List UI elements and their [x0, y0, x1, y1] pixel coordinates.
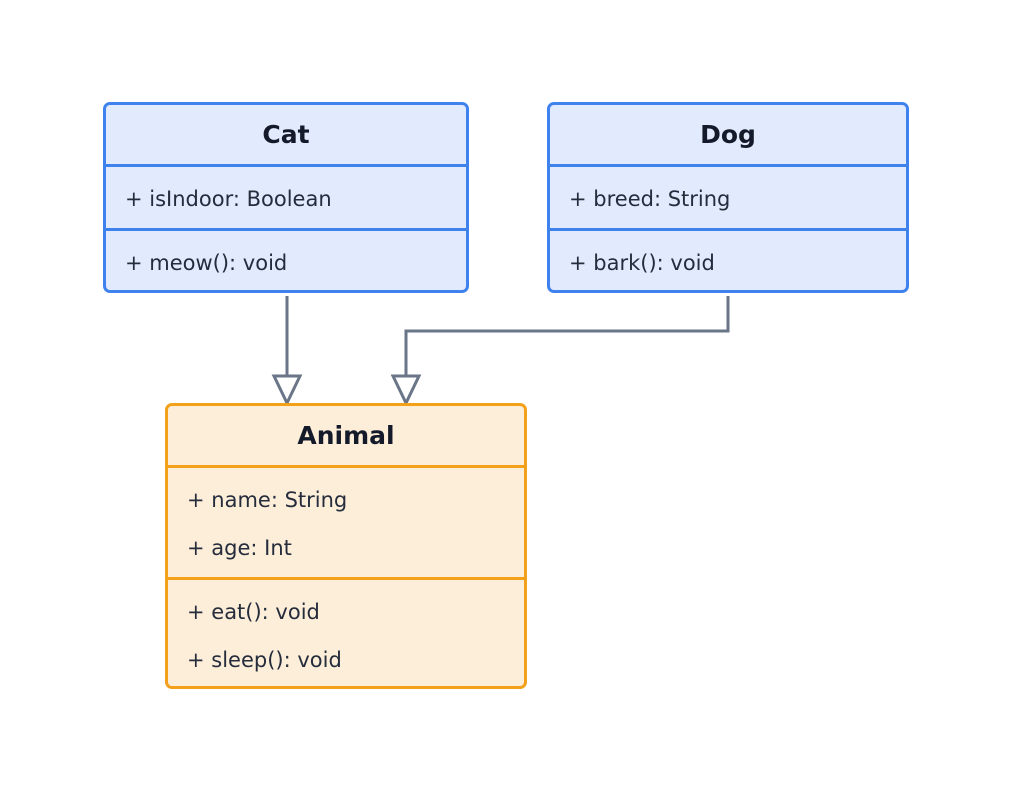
dog-inheritance-line [404, 296, 730, 376]
class-animal-attribute: + age: Int [187, 536, 292, 560]
class-cat-attributes: + isIndoor: Boolean [106, 164, 466, 228]
class-dog-name: Dog [700, 120, 756, 149]
class-animal-attribute: + name: String [187, 488, 348, 512]
cat-inheritance-arrowhead [271, 374, 303, 407]
class-animal-method: + eat(): void [187, 600, 320, 624]
class-dog-attribute: + breed: String [569, 187, 731, 211]
class-dog-method: + bark(): void [569, 251, 715, 275]
class-animal-attributes: + name: String + age: Int [168, 465, 524, 577]
class-animal-method: + sleep(): void [187, 648, 342, 672]
class-animal-name: Animal [297, 421, 395, 450]
class-cat-method: + meow(): void [125, 251, 288, 275]
class-dog-methods: + bark(): void [550, 228, 906, 290]
class-animal[interactable]: Animal + name: String + age: Int + eat()… [165, 403, 527, 689]
class-dog-attributes: + breed: String [550, 164, 906, 228]
class-animal-methods: + eat(): void + sleep(): void [168, 577, 524, 684]
class-cat-name: Cat [262, 120, 310, 149]
dog-inheritance-arrowhead [390, 374, 422, 407]
class-cat-methods: + meow(): void [106, 228, 466, 290]
class-cat-attribute: + isIndoor: Boolean [125, 187, 332, 211]
class-dog[interactable]: Dog + breed: String + bark(): void [547, 102, 909, 293]
class-cat[interactable]: Cat + isIndoor: Boolean + meow(): void [103, 102, 469, 293]
